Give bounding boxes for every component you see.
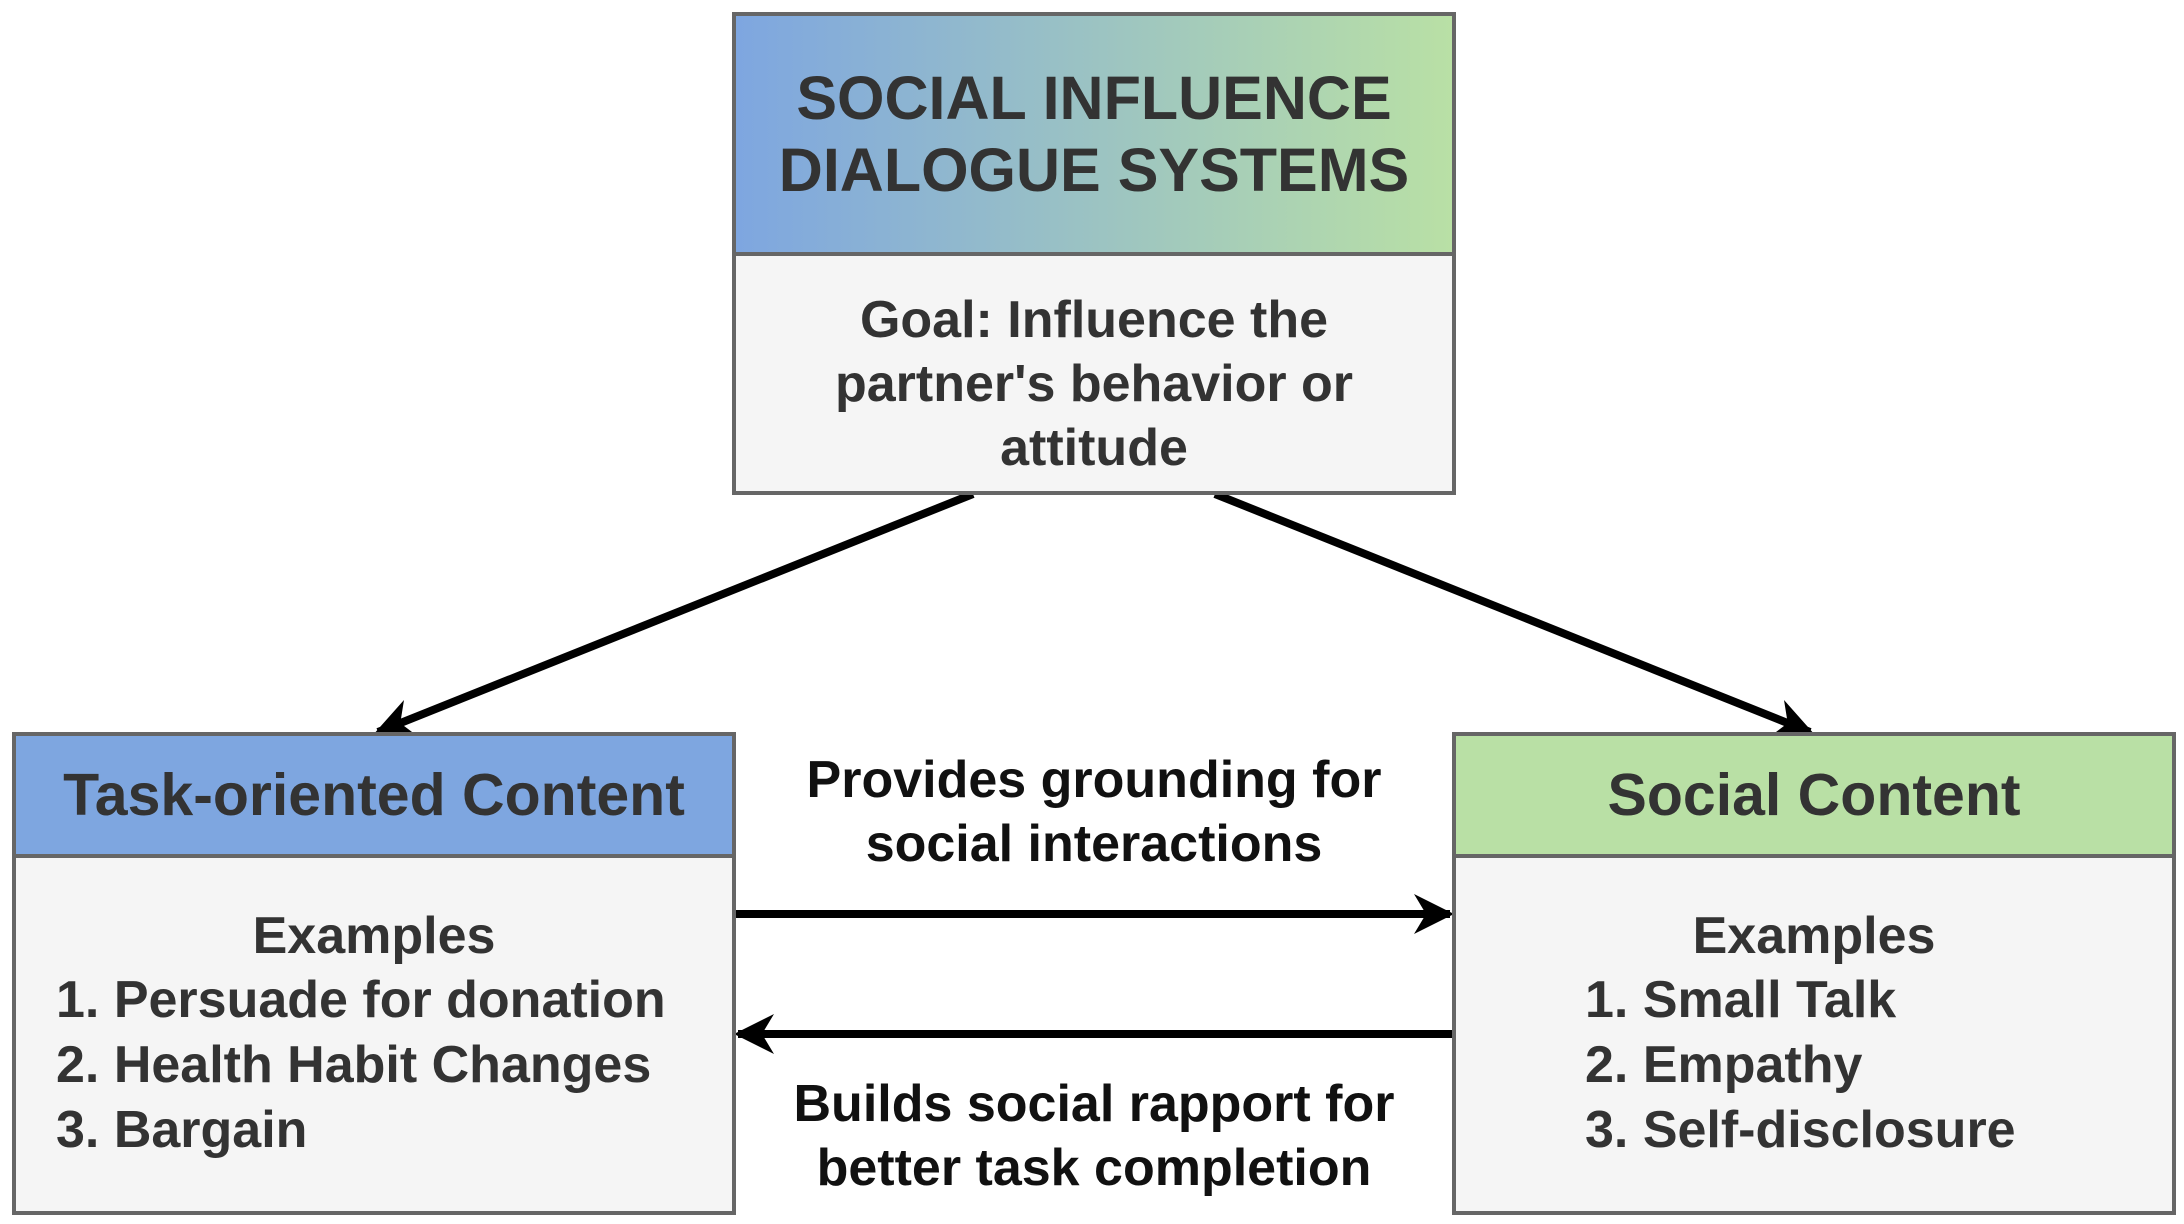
task-example-item: 2. Health Habit Changes [56,1036,652,1094]
social-example-item: 3. Self-disclosure [1585,1101,2016,1159]
task-example-item: 1. Persuade for donation [56,971,666,1029]
social-example-item: 1. Small Talk [1585,971,1897,1029]
social-examples-title: Examples [1692,907,1936,965]
social-influence-box: SOCIAL INFLUENCE DIALOGUE SYSTEMS Goal: … [732,12,1456,495]
social-content-title: Social Content [1456,736,2172,858]
arrow-top-to-social [1213,490,1814,738]
goal-line2: partner's behavior or [834,355,1354,413]
goal-line3: attitude [1000,419,1188,477]
social-content-box: Social Content Examples 1. Small Talk 2.… [1452,732,2176,1215]
social-examples-body: Examples 1. Small Talk 2. Empathy 3. Sel… [1456,904,2172,1163]
rapport-label-line1: Builds social rapport for [793,1075,1395,1133]
goal-body: Goal: Influence the partner's behavior o… [736,256,1452,491]
social-example-item: 2. Empathy [1585,1036,1863,1094]
grounding-label-line2: social interactions [865,815,1323,873]
task-oriented-content-title: Task-oriented Content [16,736,732,858]
task-examples-body: Examples 1. Persuade for donation 2. Hea… [16,904,732,1163]
social-influence-header: SOCIAL INFLUENCE DIALOGUE SYSTEMS [736,16,1452,256]
rapport-edge-label: Builds social rapport for better task co… [740,1072,1448,1200]
task-examples-title: Examples [252,907,496,965]
grounding-label-line1: Provides grounding for [806,751,1382,809]
grounding-edge-label: Provides grounding for social interactio… [740,748,1448,876]
goal-line1: Goal: Influence the [859,291,1329,349]
task-examples-list: 1. Persuade for donation 2. Health Habit… [16,968,732,1163]
task-oriented-content-box: Task-oriented Content Examples 1. Persua… [12,732,736,1215]
social-examples-list: 1. Small Talk 2. Empathy 3. Self-disclos… [1456,968,2172,1163]
task-example-item: 3. Bargain [56,1101,308,1159]
arrow-top-to-task [374,490,975,738]
social-influence-title-line1: SOCIAL INFLUENCE [796,64,1392,132]
rapport-label-line2: better task completion [816,1139,1372,1197]
social-influence-title-line2: DIALOGUE SYSTEMS [778,136,1410,204]
